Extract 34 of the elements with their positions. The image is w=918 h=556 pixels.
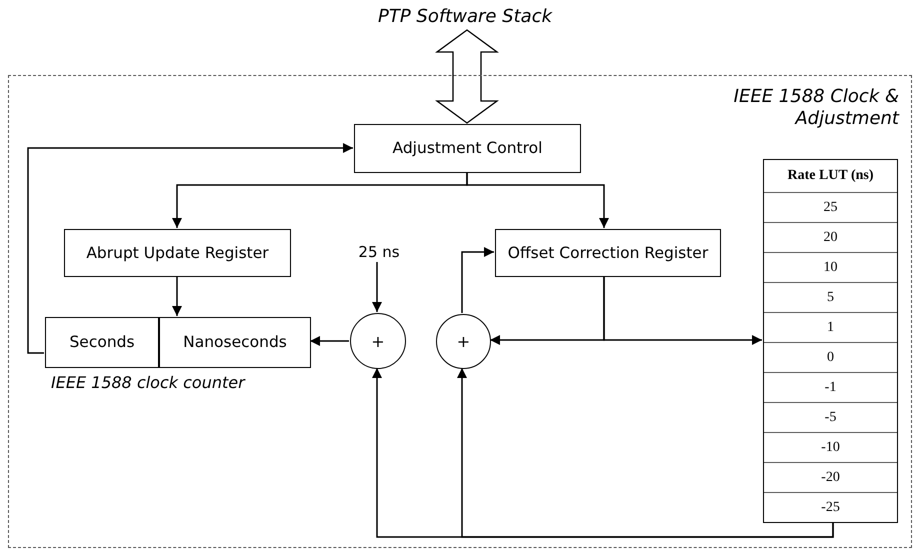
group-title: IEEE 1588 Clock & Adjustment: [732, 86, 899, 130]
counter-caption: IEEE 1588 clock counter: [51, 373, 245, 392]
arrow: [466, 172, 609, 228]
table-cell: -25: [764, 492, 897, 522]
dashed-boundary: [8, 75, 912, 548]
table-cell: 1: [764, 312, 897, 342]
input-label: 25 ns: [356, 243, 402, 263]
table-cell: 0: [764, 342, 897, 372]
arrow: [461, 247, 494, 313]
register-box: Abrupt Update Register: [64, 229, 291, 277]
table-cell: 25: [764, 192, 897, 222]
adder-circle: +: [350, 313, 406, 369]
arrow: [457, 368, 834, 538]
stack-label: PTP Software Stack: [360, 6, 570, 32]
counter-field: Seconds: [45, 317, 159, 368]
table-header: Rate LUT (ns): [786, 167, 875, 185]
arrow: [372, 262, 382, 312]
table-cell: -10: [764, 432, 897, 462]
table-cell: -1: [764, 372, 897, 402]
double-arrow: [435, 29, 499, 124]
counter-field: Nanoseconds: [159, 317, 311, 368]
table-cell: 10: [764, 252, 897, 282]
arrow: [603, 276, 762, 345]
arrow: [172, 276, 182, 316]
arrow: [310, 336, 349, 346]
table-cell: -20: [764, 462, 897, 492]
arrow: [27, 143, 353, 354]
table-cell: -5: [764, 402, 897, 432]
register-box: Offset Correction Register: [495, 229, 721, 277]
adder-circle: +: [436, 314, 491, 369]
table-cell: 20: [764, 222, 897, 252]
table-cell: 5: [764, 282, 897, 312]
register-box: Adjustment Control: [354, 124, 581, 173]
lookup-table: [763, 159, 898, 523]
